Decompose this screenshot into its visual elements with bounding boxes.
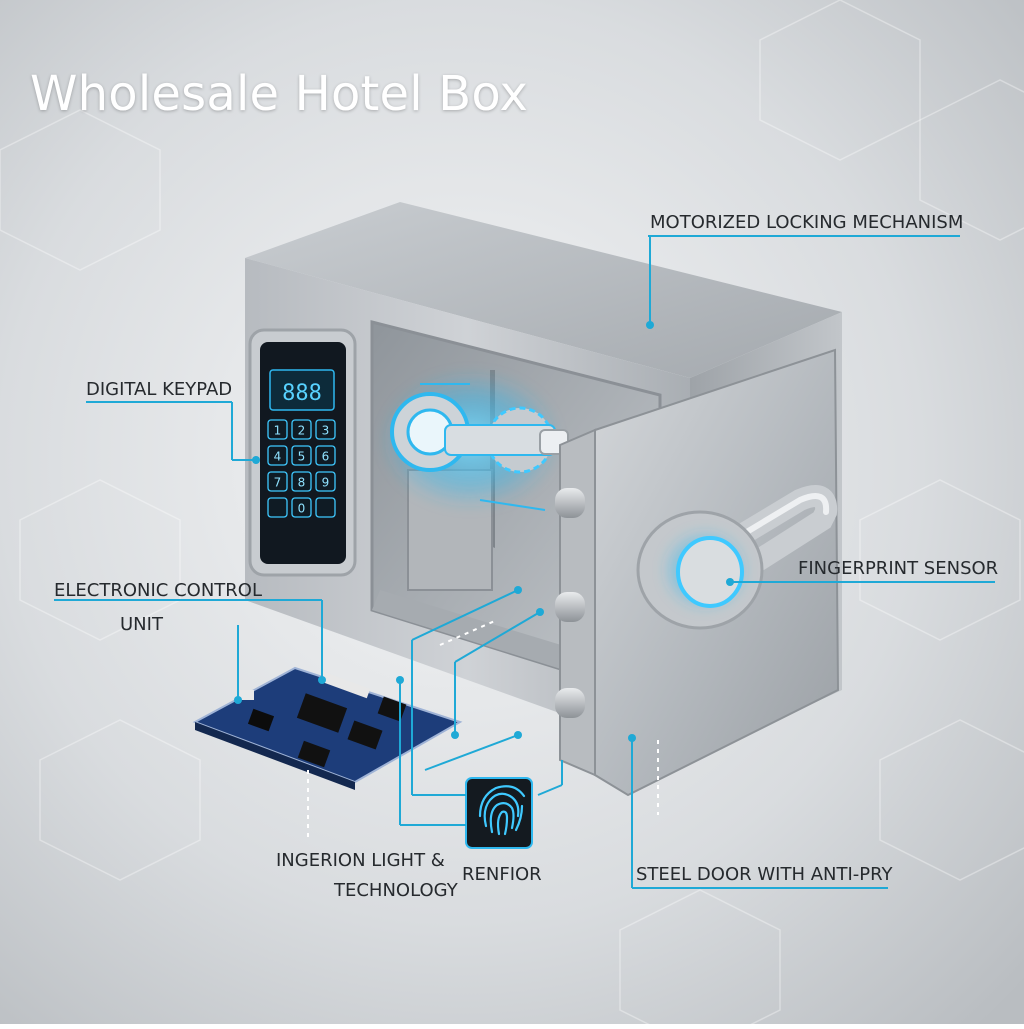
keypad-key-label: 3	[322, 424, 330, 438]
keypad-display: 888	[282, 381, 322, 406]
control-board	[192, 666, 463, 790]
keypad-key	[291, 471, 312, 492]
label-renfior: RENFIOR	[462, 864, 542, 885]
label-steel-door: STEEL DOOR WITH ANTI-PRY	[636, 864, 893, 885]
label-ingerion-line1: INGERION LIGHT &	[276, 850, 445, 871]
safe-door	[555, 348, 840, 797]
keypad-key-label: 9	[322, 476, 330, 490]
leader-lines	[54, 235, 995, 889]
label-motorized-locking: MOTORIZED LOCKING MECHANISM	[650, 212, 964, 233]
fingerprint-icon	[465, 777, 533, 849]
label-ecu-line2: UNIT	[120, 614, 163, 635]
label-ecu-line1: ELECTRONIC CONTROL	[54, 580, 262, 601]
safe-top	[245, 202, 842, 378]
label-fingerprint-sensor: FINGERPRINT SENSOR	[798, 558, 999, 579]
door-bolt	[555, 592, 585, 622]
keypad-key	[267, 497, 288, 518]
keypad-key	[315, 471, 336, 492]
page-title: Wholesale Hotel Box	[30, 66, 529, 122]
keypad-key-label: 8	[298, 476, 306, 490]
digital-keypad: 888 1 2 3 4 5 6 7 8 9 0	[248, 328, 357, 577]
keypad-key-label: 4	[274, 450, 282, 464]
keypad-key	[291, 445, 312, 466]
keypad-key	[267, 471, 288, 492]
door-bolt	[555, 688, 585, 718]
keypad-key-label: 2	[298, 424, 306, 438]
keypad-keys: 1 2 3 4 5 6 7 8 9 0	[267, 419, 336, 518]
label-ingerion-line2: TECHNOLOGY	[334, 880, 458, 901]
keypad-key-label: 7	[274, 476, 282, 490]
fingerprint-sensor	[676, 536, 744, 608]
keypad-key	[315, 445, 336, 466]
keypad-key	[291, 419, 312, 440]
keypad-key-label: 6	[322, 450, 330, 464]
keypad-key-label: 0	[298, 502, 306, 516]
keypad-key	[315, 497, 336, 518]
label-digital-keypad: DIGITAL KEYPAD	[86, 379, 233, 400]
keypad-key	[315, 419, 336, 440]
keypad-key-label: 1	[274, 424, 282, 438]
keypad-key	[291, 497, 312, 518]
keypad-key-label: 5	[298, 450, 306, 464]
door-bolt	[555, 488, 585, 518]
dashed-guides	[307, 619, 659, 838]
leader-dots	[234, 321, 734, 742]
keypad-key	[267, 419, 288, 440]
keypad-key	[267, 445, 288, 466]
